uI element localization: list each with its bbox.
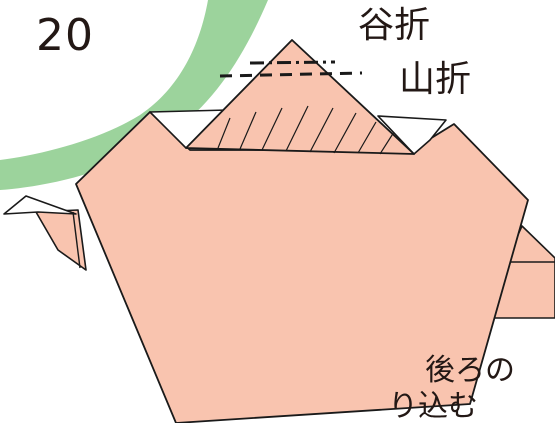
step-number: 20 [36, 10, 94, 61]
green-band [0, 0, 268, 190]
top-triangle [185, 39, 415, 155]
triangle-hatching [217, 105, 395, 155]
left-flap-crease [72, 211, 81, 269]
valley-fold-label: 谷折 [358, 5, 431, 46]
valley-fold-line [219, 71, 363, 78]
instruction-note-line2: り込む [388, 389, 478, 424]
left-flap-white-tip [3, 195, 77, 215]
instruction-note-line1: 後ろの [425, 353, 515, 388]
right-white-flap [377, 115, 447, 155]
mountain-fold-label: 山折 [399, 59, 472, 100]
